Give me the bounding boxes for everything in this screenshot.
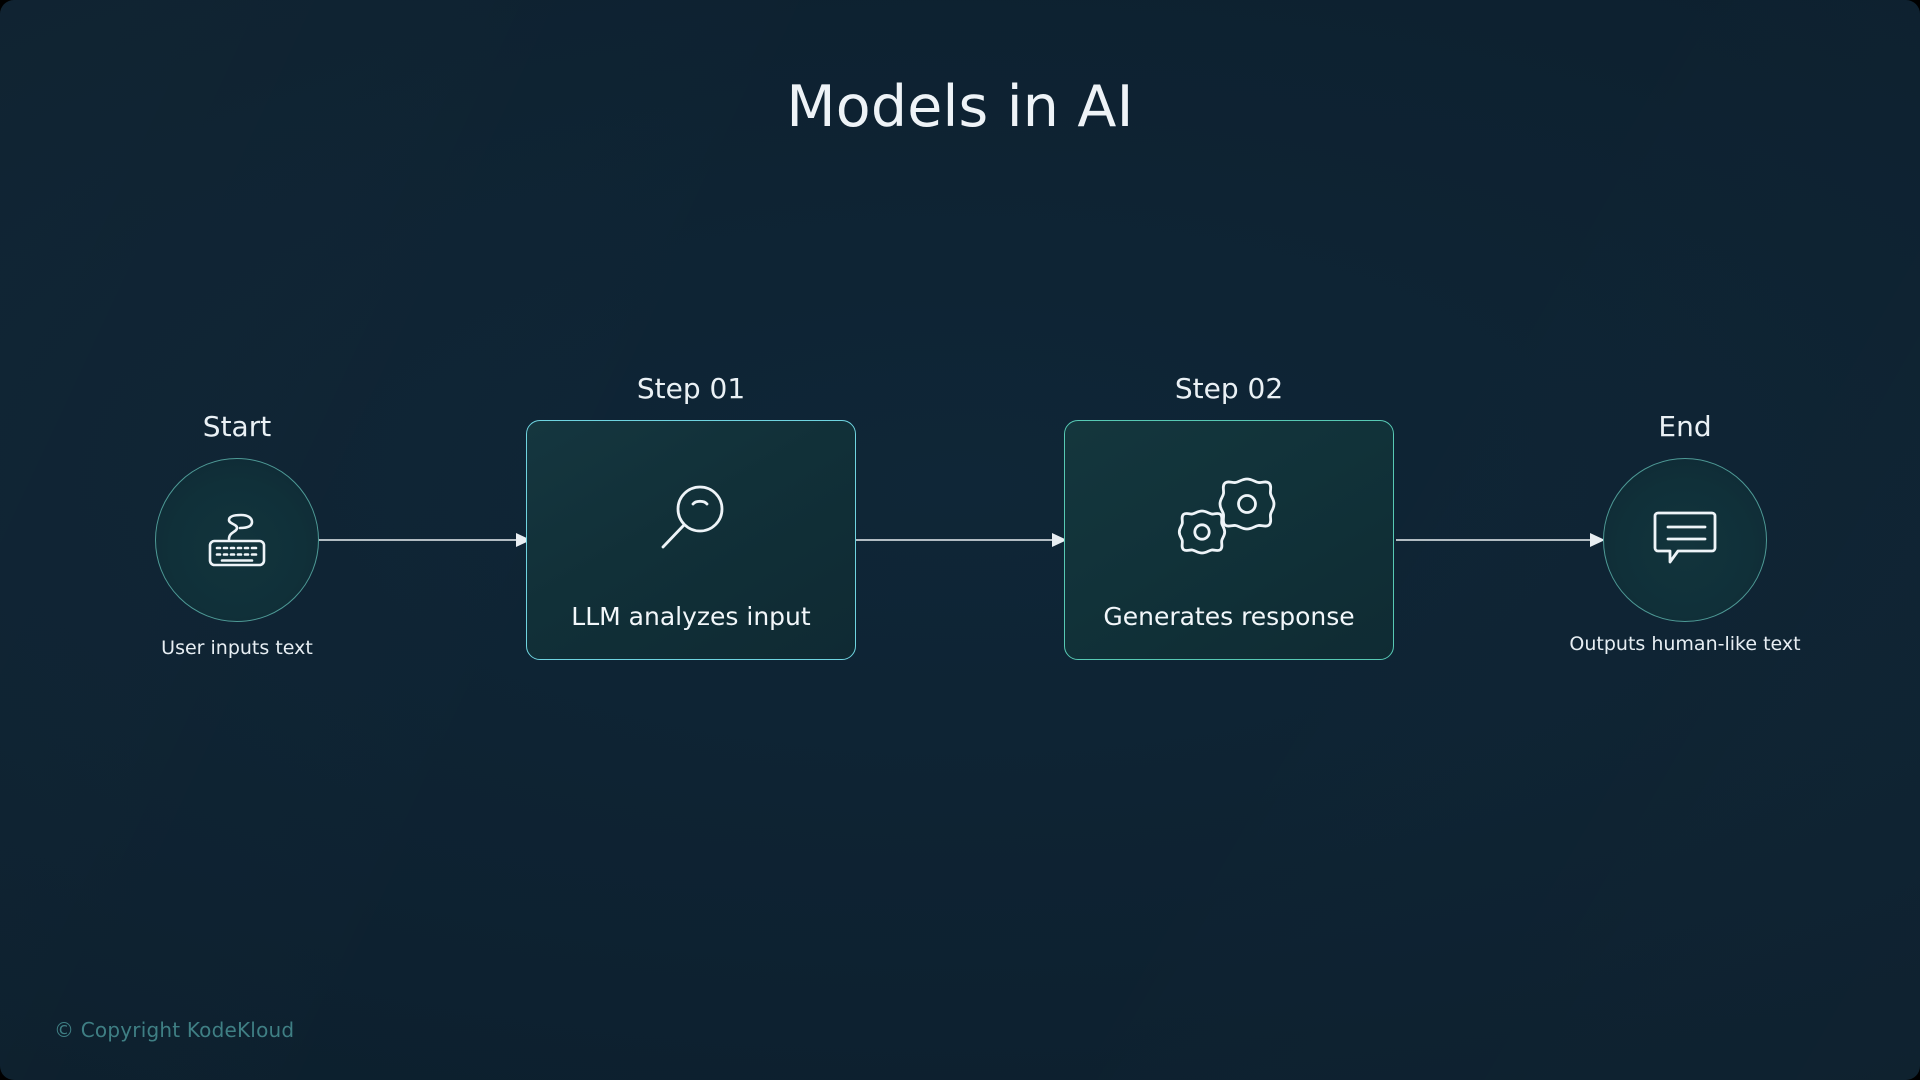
node-start[interactable] (155, 458, 319, 622)
node-caption-end: Outputs human-like text (1569, 633, 1801, 655)
page-title: Models in AI (786, 74, 1134, 140)
keyboard-icon (200, 503, 274, 577)
card-text-step-02: Generates response (1103, 602, 1355, 631)
connector-start-to-step-01 (318, 533, 531, 547)
node-label-end: End (1658, 410, 1712, 443)
connector-step-01-to-step-02 (856, 533, 1067, 547)
card-icon-step-01 (527, 467, 855, 577)
speech-bubble-icon (1650, 505, 1720, 575)
node-caption-start: User inputs text (161, 637, 313, 659)
magnifier-icon (648, 477, 734, 567)
card-step-02[interactable]: Generates response (1064, 420, 1394, 660)
card-label-step-02: Step 02 (1174, 372, 1284, 405)
card-label-step-01: Step 01 (636, 372, 746, 405)
card-icon-step-02 (1065, 467, 1393, 577)
gears-icon (1159, 470, 1299, 574)
card-step-01[interactable]: LLM analyzes input (526, 420, 856, 660)
connector-step-02-to-end (1396, 533, 1605, 547)
node-label-start: Start (202, 410, 272, 443)
copyright-text: © Copyright KodeKloud (54, 1018, 295, 1042)
card-text-step-01: LLM analyzes input (571, 602, 811, 631)
node-end[interactable] (1603, 458, 1767, 622)
